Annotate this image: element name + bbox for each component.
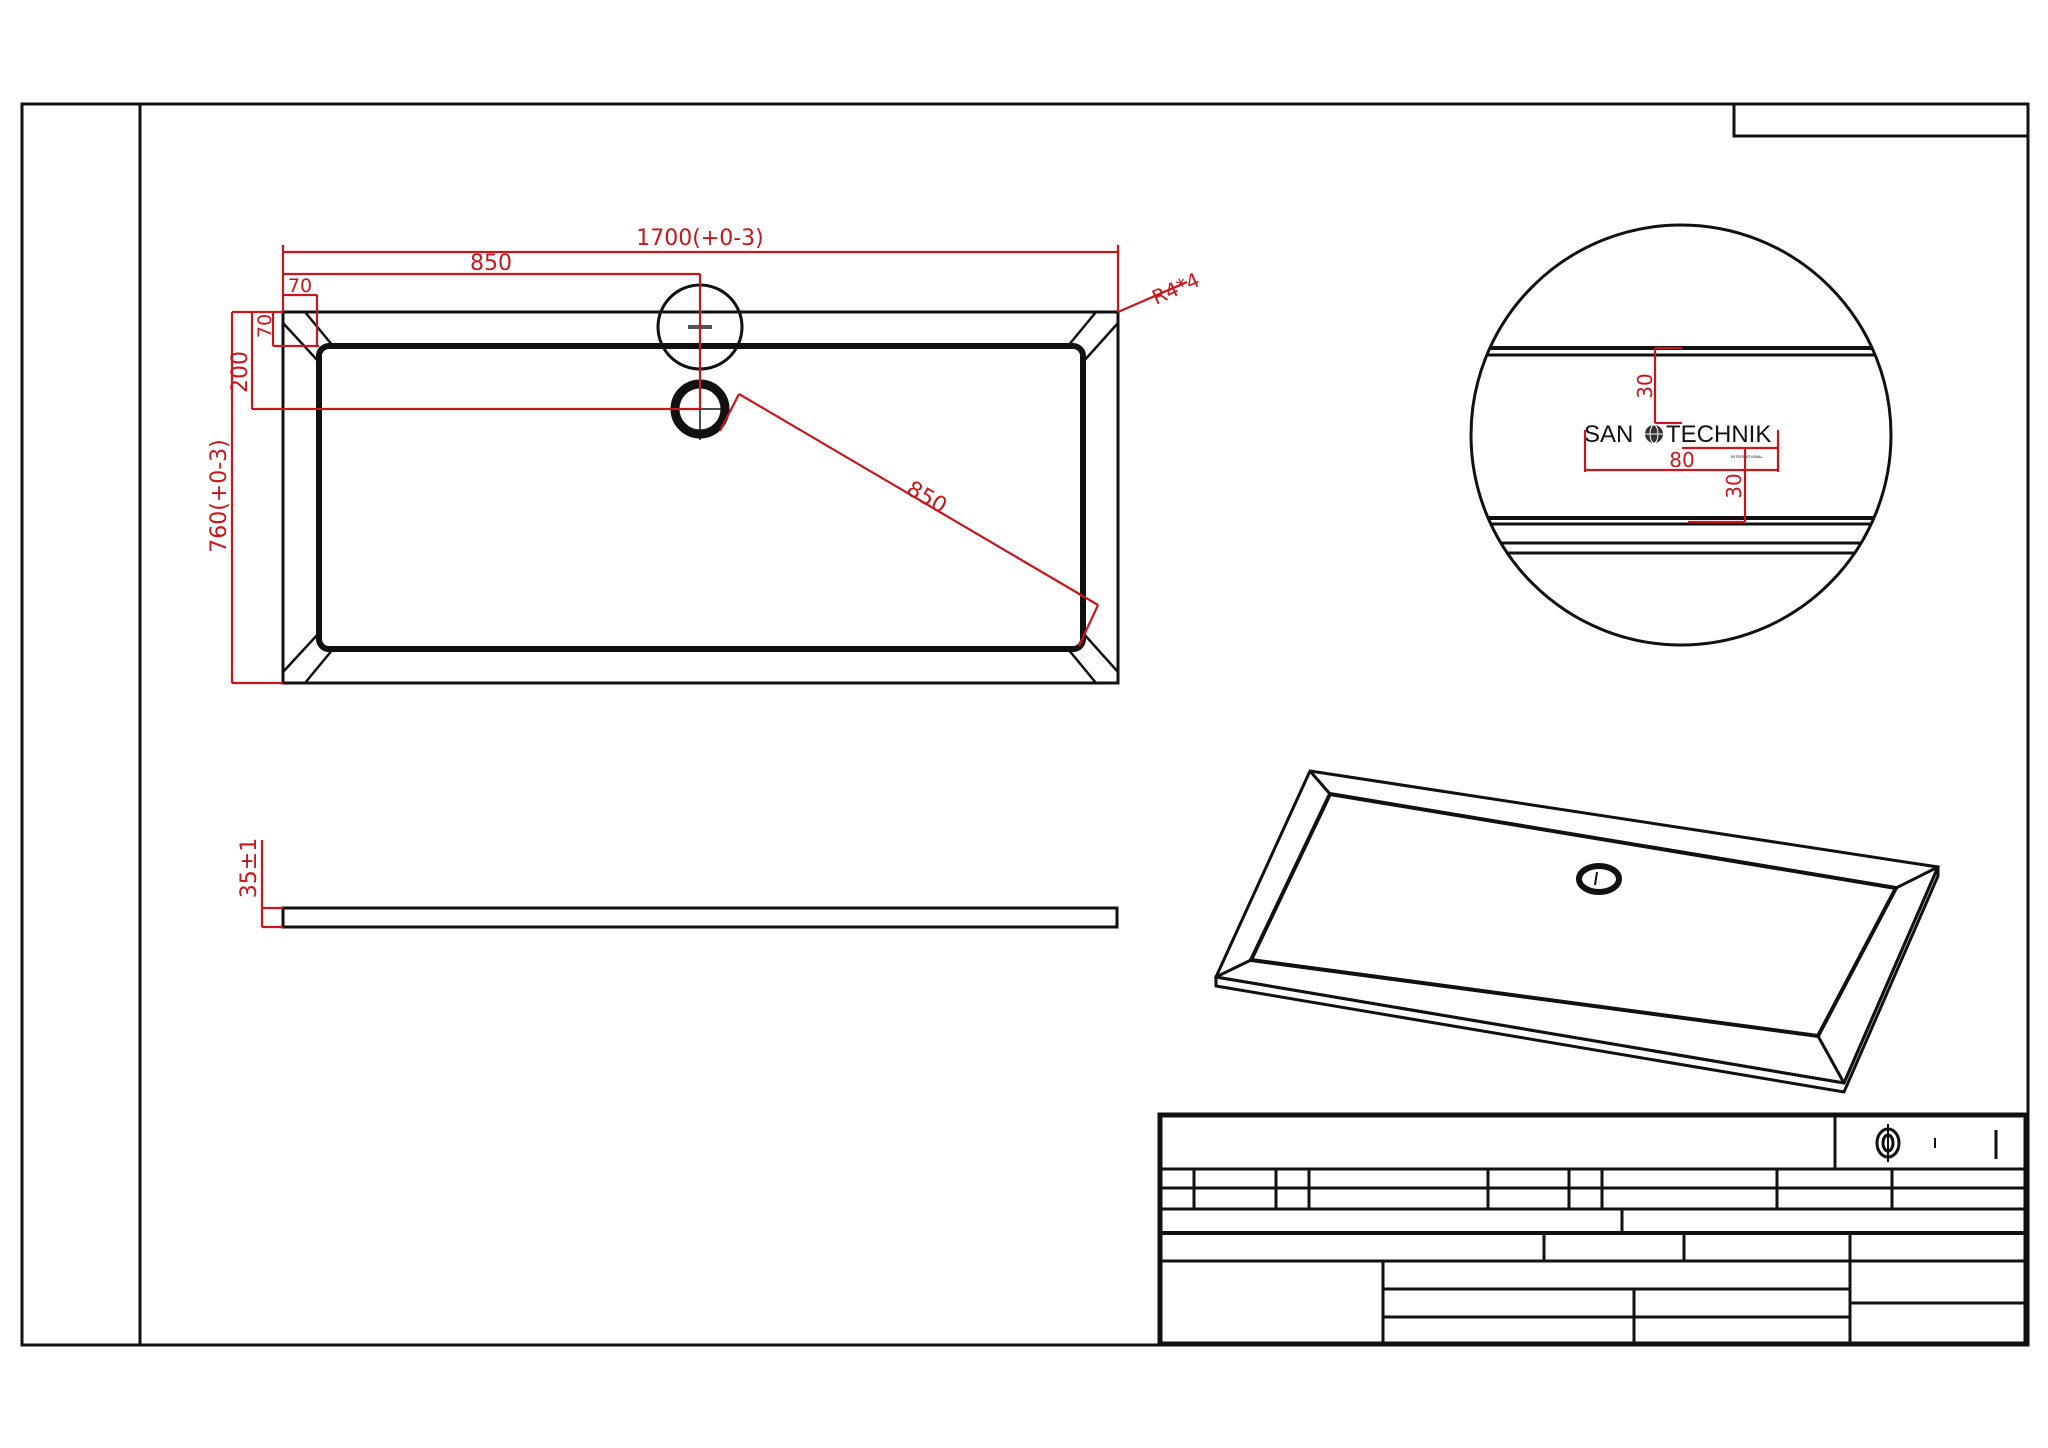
dim-corner-radius: R4*4 [1148, 268, 1203, 310]
title-block [1157, 1112, 2029, 1347]
dim-overall-length: 1700(+0-3) [636, 226, 764, 251]
side-view: 35±1 [237, 838, 1119, 929]
logo-right-text: TECHNIK [1666, 421, 1771, 448]
iso-drain-icon [1576, 863, 1622, 895]
top-right-label-box [1732, 102, 2030, 138]
logo-sub-text: INTERNATIONAL [1731, 454, 1763, 459]
dim-rim-top: 70 [288, 275, 312, 297]
dim-height: 35±1 [237, 838, 262, 898]
detail-view: SAN TECHNIK INTERNATIONAL 30 80 30 [1469, 223, 1893, 647]
logo-left-text: SAN [1584, 421, 1633, 448]
projection-symbol-icon [1875, 1124, 1901, 1162]
tray-profile [281, 906, 1119, 929]
globe-icon [1645, 424, 1663, 444]
top-view: 1700(+0-3) 850 70 760(+0-3) 200 70 R4*4 … [207, 226, 1203, 685]
sheet-frame [20, 102, 2030, 1347]
dim-offset-bottom: 30 [1722, 473, 1746, 498]
dim-rim-left: 70 [254, 314, 276, 338]
dim-overall-width: 760(+0-3) [207, 439, 232, 553]
dim-drain-x: 850 [470, 251, 512, 276]
dim-drain-y: 200 [228, 351, 253, 393]
top-view-dimensions: 1700(+0-3) 850 70 760(+0-3) 200 70 R4*4 … [207, 226, 1203, 685]
dim-logo-width: 80 [1669, 448, 1694, 472]
isometric-view [1213, 769, 1941, 1094]
dim-diagonal: 850 [902, 477, 951, 520]
dim-offset-top: 30 [1633, 373, 1657, 398]
corner-bevels [282, 311, 1119, 684]
